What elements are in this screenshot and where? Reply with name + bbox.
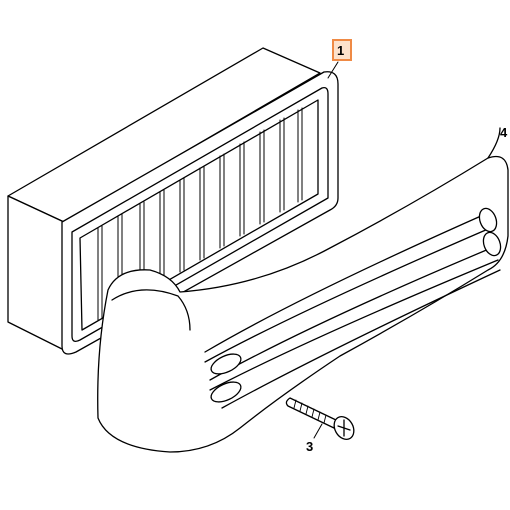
part-label-1[interactable]: 1 [337, 43, 345, 58]
screw [285, 397, 355, 440]
intake-cover [97, 127, 509, 453]
leader-line-1 [327, 61, 339, 79]
part-label-4[interactable]: 4 [500, 125, 508, 140]
part-label-1-highlight [332, 39, 352, 61]
part-label-3[interactable]: 3 [306, 439, 314, 454]
